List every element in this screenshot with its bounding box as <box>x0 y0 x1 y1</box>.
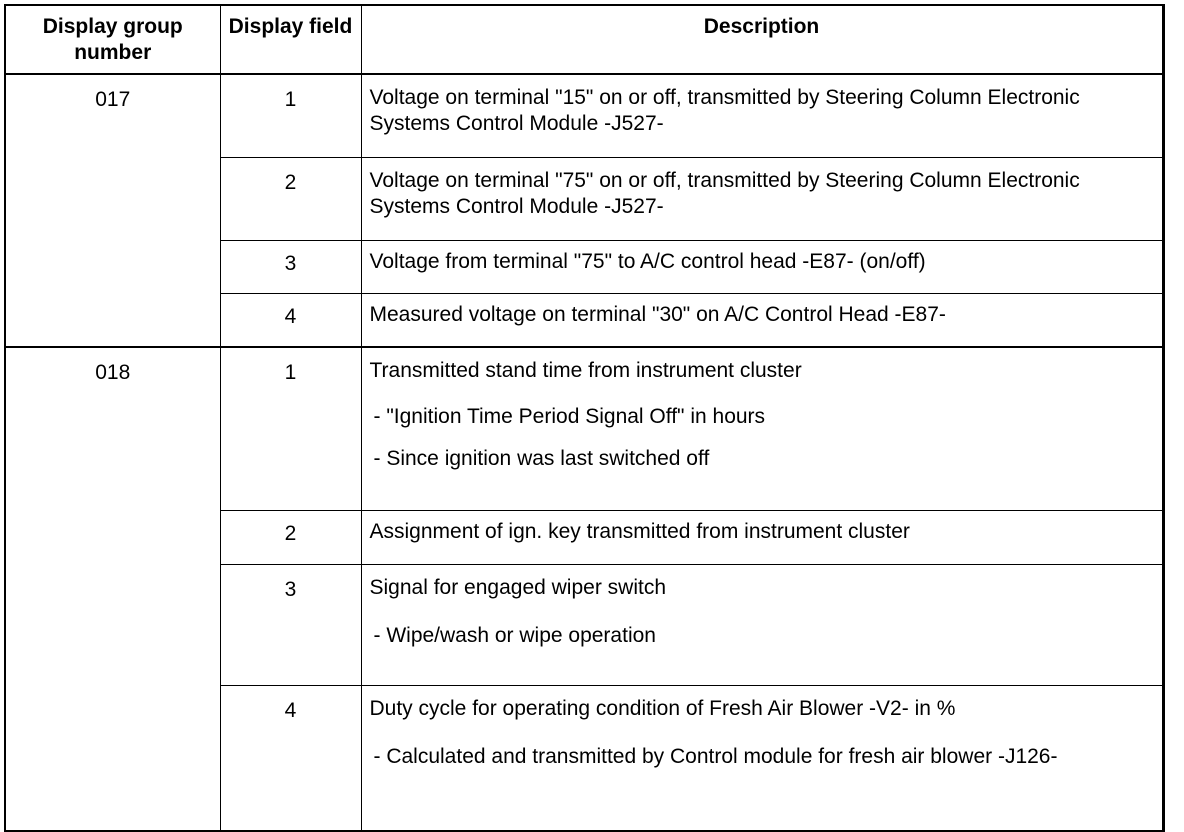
description-note: - "Ignition Time Period Signal Off" in h… <box>373 405 766 428</box>
description-cell: Transmitted stand time from instrument c… <box>360 346 1164 511</box>
header-display-field: Display field <box>219 4 362 75</box>
field-number-cell: 1 <box>219 346 362 511</box>
table-row: 4 Measured voltage on terminal "30" on A… <box>5 293 1164 348</box>
table-row: 2 Assignment of ign. key transmitted fro… <box>5 510 1164 565</box>
field-number-cell: 1 <box>219 73 362 158</box>
field-number-cell: 3 <box>219 240 362 294</box>
description-text: Duty cycle for operating condition of Fr… <box>369 697 956 720</box>
table-row: 017 1 Voltage on terminal "15" on or off… <box>4 73 1164 348</box>
field-number-cell: 2 <box>219 157 362 241</box>
description-cell: Signal for engaged wiper switch - Wipe/w… <box>360 564 1164 686</box>
table-row: 3 Voltage from terminal "75" to A/C cont… <box>5 240 1164 294</box>
field-number-cell: 3 <box>219 564 362 686</box>
field-number-cell: 2 <box>219 510 362 565</box>
description-cell: Duty cycle for operating condition of Fr… <box>360 685 1164 831</box>
table-row: 3 Signal for engaged wiper switch - Wipe… <box>5 564 1164 686</box>
description-note: - Wipe/wash or wipe operation <box>373 624 656 647</box>
description-text: Transmitted stand time from instrument c… <box>369 359 802 382</box>
table-header-row: Display group number Display field Descr… <box>4 4 1164 75</box>
field-number-cell: 4 <box>219 685 362 831</box>
description-cell: Measured voltage on terminal "30" on A/C… <box>360 293 1164 348</box>
description-cell: Assignment of ign. key transmitted from … <box>360 510 1164 565</box>
group-number-cell: 017 <box>4 73 221 348</box>
description-cell: Voltage on terminal "15" on or off, tran… <box>360 73 1164 158</box>
header-display-group-number: Display group number <box>4 4 221 75</box>
group-number-cell: 018 <box>4 346 221 831</box>
header-description: Description <box>360 4 1164 75</box>
description-cell: Voltage from terminal "75" to A/C contro… <box>360 240 1164 294</box>
table-row: 018 1 Transmitted stand time from instru… <box>4 346 1164 831</box>
description-cell: Voltage on terminal "75" on or off, tran… <box>360 157 1164 241</box>
display-group-table: Display group number Display field Descr… <box>4 4 1165 832</box>
field-number-cell: 4 <box>219 293 362 348</box>
description-text: Signal for engaged wiper switch <box>369 576 667 599</box>
description-note: - Since ignition was last switched off <box>373 447 710 470</box>
description-note: - Calculated and transmitted by Control … <box>373 745 1058 768</box>
